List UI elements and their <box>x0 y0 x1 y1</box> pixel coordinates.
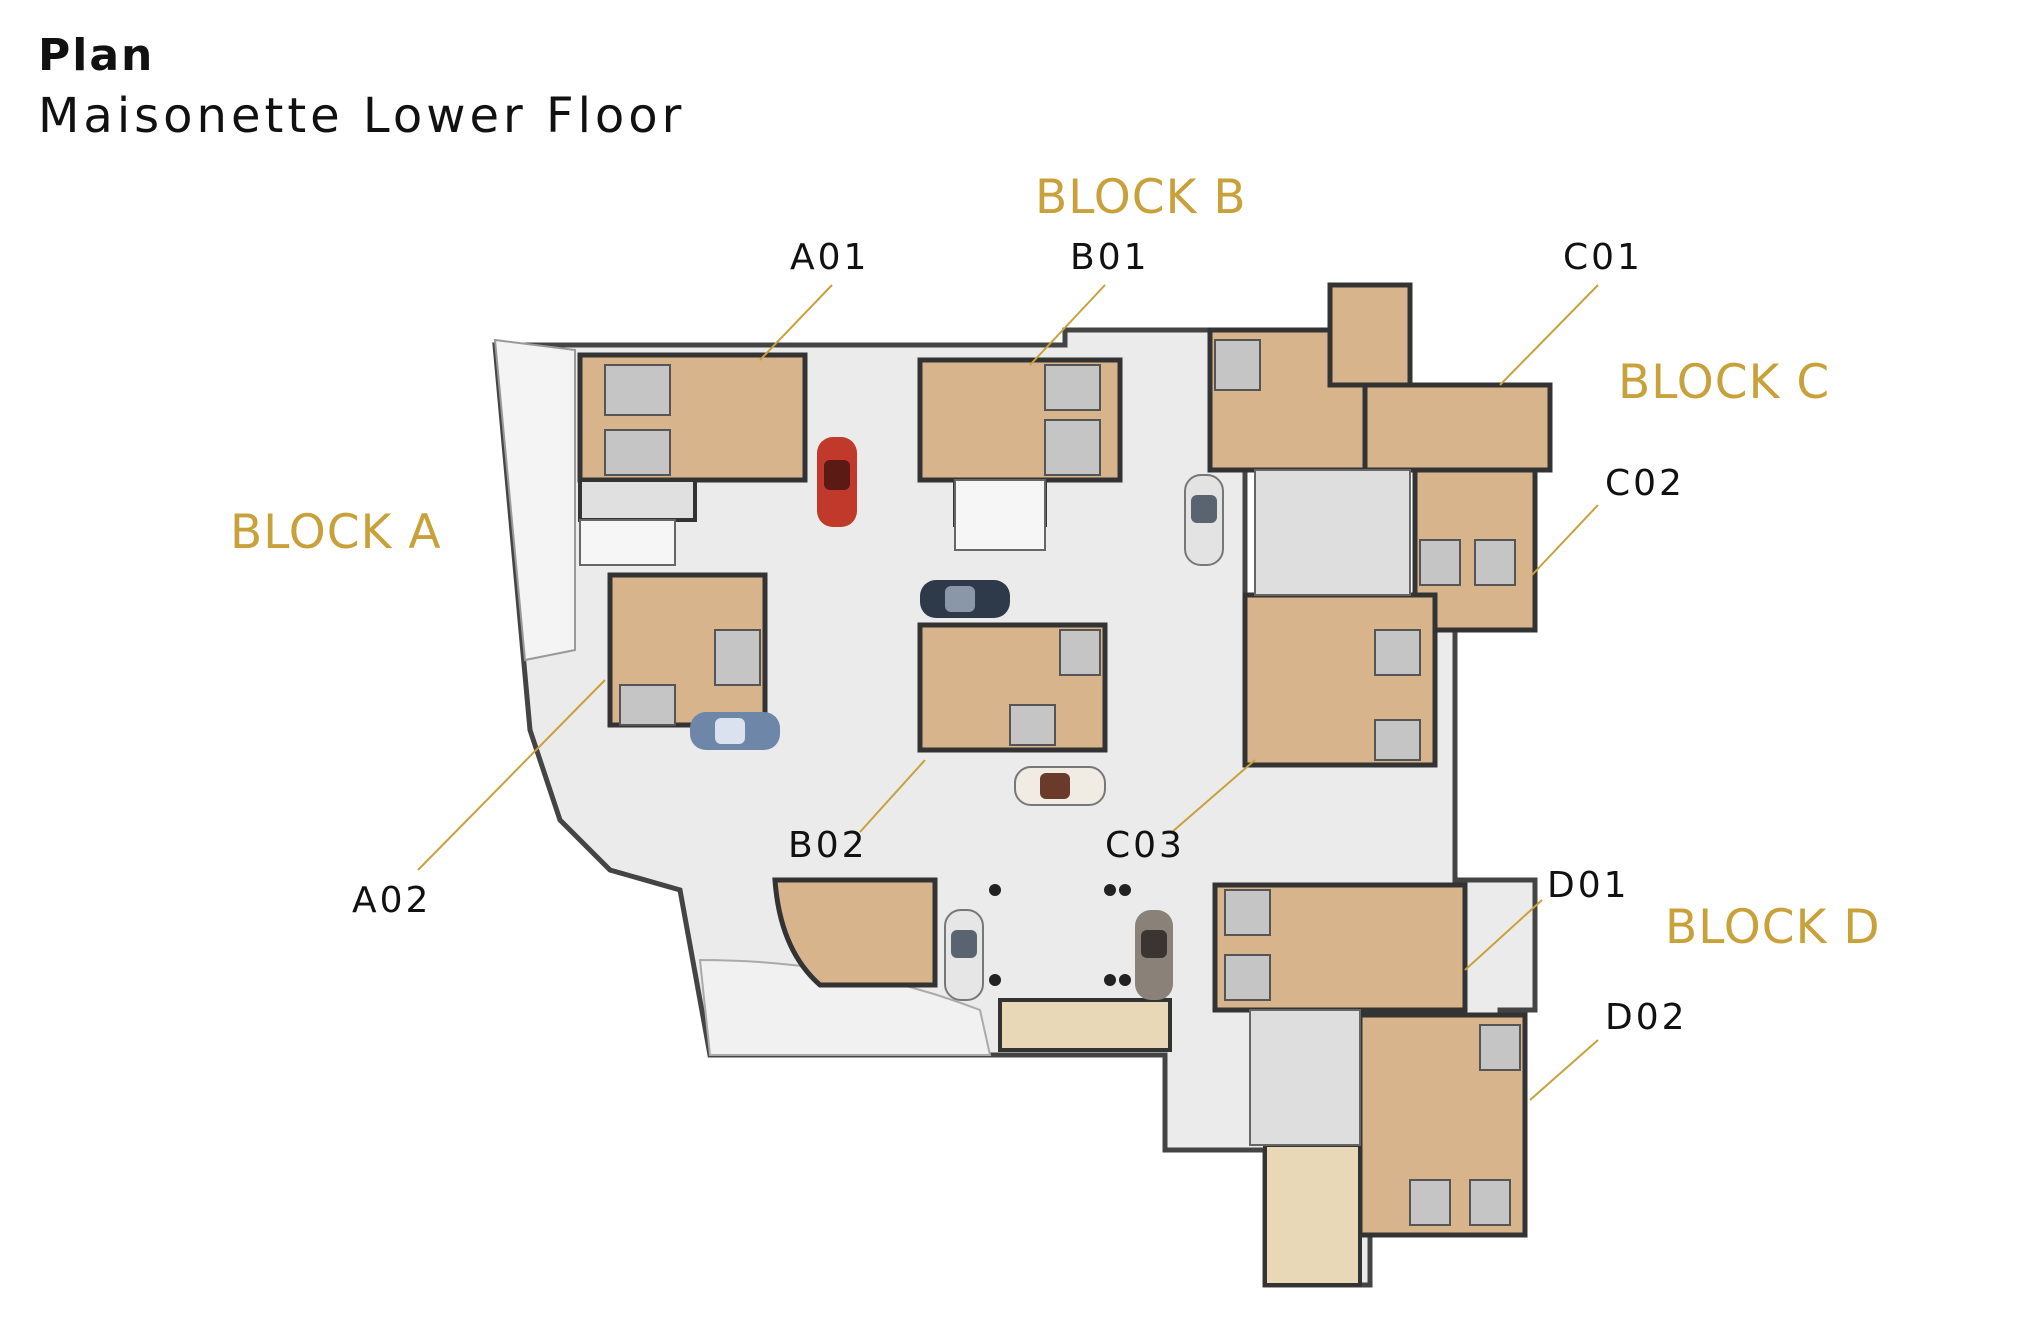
unit-label-c01: C01 <box>1563 237 1643 278</box>
block-label-b: BLOCK B <box>1035 170 1247 225</box>
apartment-c03 <box>1242 592 1438 768</box>
car-icon <box>1014 766 1106 806</box>
ramp-left <box>493 338 576 662</box>
apartment-b02 <box>917 622 1108 753</box>
block-label-d: BLOCK D <box>1665 900 1881 955</box>
unit-label-b01: B01 <box>1070 237 1150 278</box>
stair-core-d <box>1249 1009 1361 1146</box>
unit-label-d01: D01 <box>1547 865 1630 906</box>
storage-room <box>998 998 1172 1052</box>
unit-label-a02: A02 <box>352 880 432 921</box>
unit-label-c03: C03 <box>1105 825 1185 866</box>
apartment-c01 <box>1207 282 1553 473</box>
gym-room <box>772 877 938 988</box>
apartment-a02 <box>607 572 768 728</box>
car-icon <box>944 909 984 1001</box>
unit-label-d02: D02 <box>1605 997 1688 1038</box>
car-icon <box>817 437 857 527</box>
block-label-c: BLOCK C <box>1618 355 1831 410</box>
page-title: Plan <box>38 30 155 81</box>
unit-label-c02: C02 <box>1605 463 1685 504</box>
stair-core-b <box>954 479 1046 551</box>
car-icon <box>1184 474 1224 566</box>
apartment-a01 <box>577 352 808 522</box>
unit-label-a01: A01 <box>790 237 870 278</box>
car-icon <box>690 712 780 750</box>
car-icon <box>920 580 1010 618</box>
columns <box>989 884 1131 986</box>
stair-core-c <box>1254 469 1411 596</box>
storage-rooms-d <box>1263 1143 1362 1287</box>
car-icon <box>1135 910 1173 1000</box>
block-label-a: BLOCK A <box>230 505 442 560</box>
page-subtitle: Maisonette Lower Floor <box>38 88 686 144</box>
apartment-d02 <box>1357 1012 1528 1238</box>
leader-lines <box>417 284 1599 1101</box>
unit-label-b02: B02 <box>788 825 868 866</box>
apartment-d01 <box>1212 882 1468 1013</box>
stair-core-a <box>579 519 676 566</box>
